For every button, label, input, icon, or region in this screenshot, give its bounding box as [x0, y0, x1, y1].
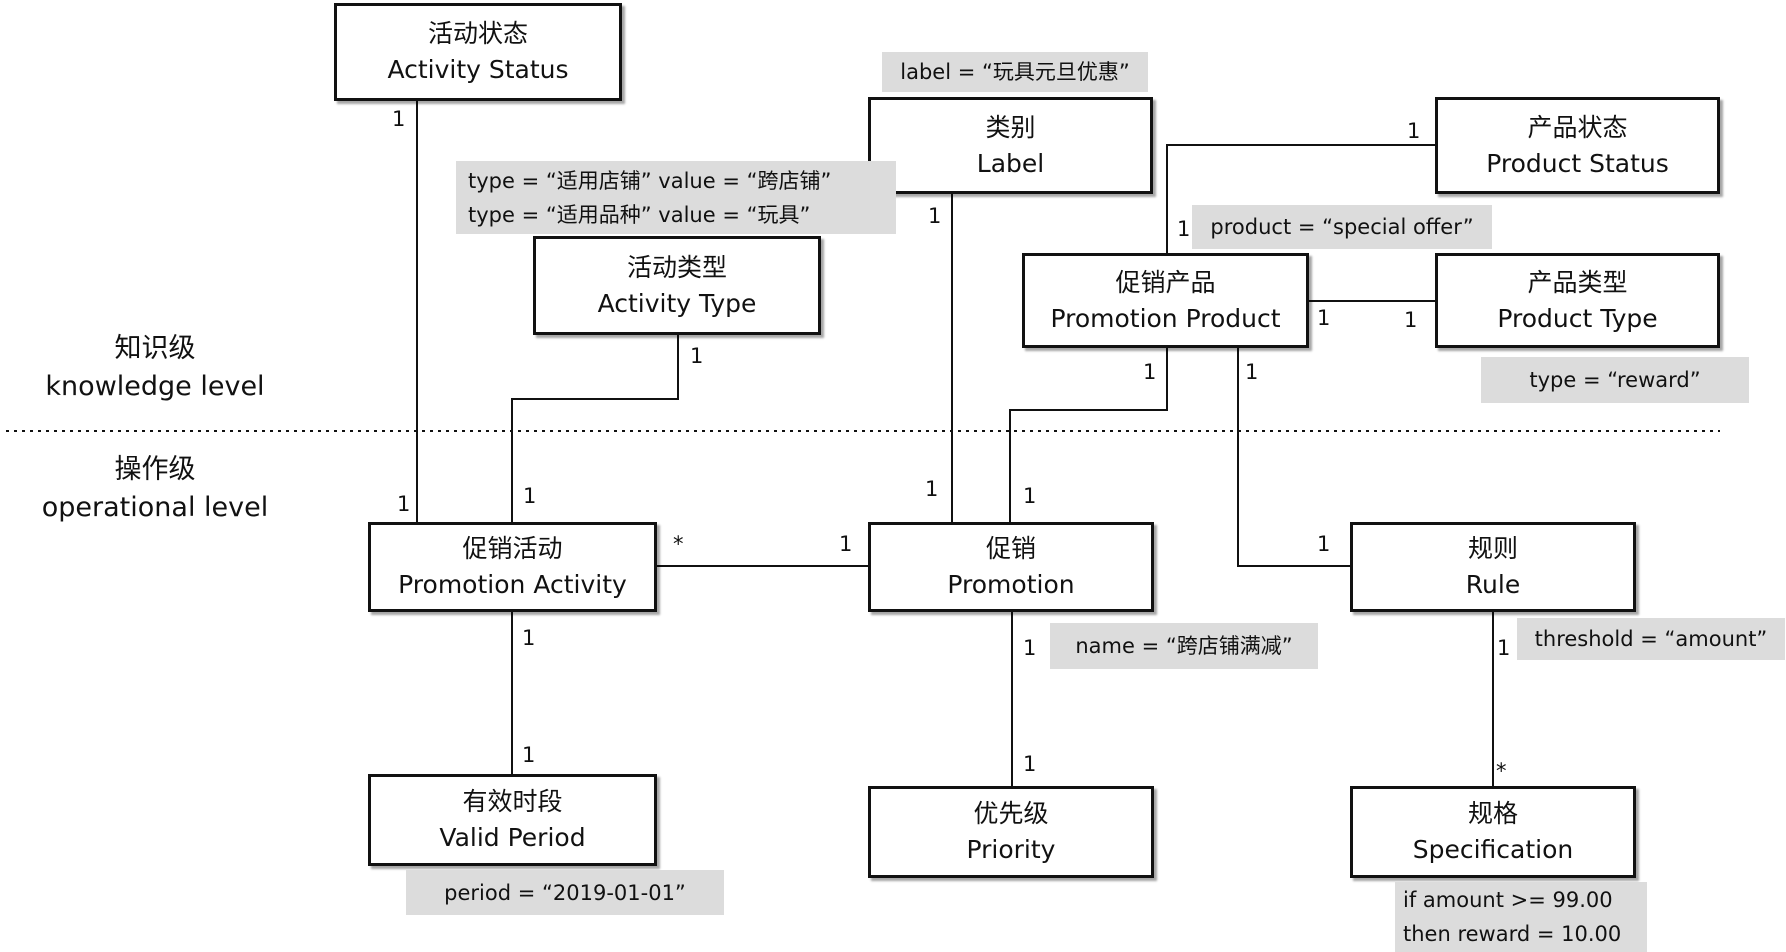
promotion-en: Promotion: [947, 570, 1075, 599]
valid-period-box: 有效时段 Valid Period: [368, 774, 657, 866]
valid-period-zh: 有效时段: [462, 787, 563, 816]
mult-pp-to-promotion-top: 1: [1143, 360, 1157, 384]
activity-status-box: 活动状态 Activity Status: [334, 3, 622, 101]
operational-level-en: operational level: [41, 492, 269, 523]
activity-status-en: Activity Status: [387, 55, 569, 84]
mult-rule-to-spec-star: *: [1496, 759, 1507, 783]
mult-pp-to-pt-left: 1: [1317, 306, 1331, 330]
knowledge-level-label: 知识级 knowledge level: [30, 330, 280, 406]
priority-en: Priority: [966, 835, 1056, 864]
mult-pp-to-pt-right: 1: [1404, 308, 1418, 332]
label-box: 类别 Label: [868, 97, 1153, 194]
activity-type-zh: 活动类型: [626, 252, 727, 282]
mult-rule-to-spec-top: 1: [1497, 636, 1511, 660]
rule-zh: 规则: [1467, 534, 1518, 563]
promotion-activity-box: 促销活动 Promotion Activity: [368, 522, 657, 612]
mult-activity-type-bottom: 1: [523, 484, 537, 508]
connector-promotion-product-promotion: [1009, 348, 1168, 522]
mult-activity-status-top: 1: [392, 107, 406, 131]
activity-type-en: Activity Type: [597, 288, 757, 318]
mult-product-status-start: 1: [1177, 217, 1191, 241]
rule-box: 规则 Rule: [1350, 522, 1636, 612]
promotion-product-zh: 促销产品: [1115, 267, 1216, 297]
product-type-box: 产品类型 Product Type: [1435, 253, 1720, 348]
specification-en: Specification: [1412, 835, 1574, 864]
mult-promotion-to-priority-top: 1: [1023, 636, 1037, 660]
promotion-product-box: 促销产品 Promotion Product: [1022, 253, 1309, 348]
mult-activity-type-top: 1: [690, 344, 704, 368]
activity-type-value-line1: type = “适用店铺” value = “跨店铺”: [468, 168, 832, 193]
activity-type-values-note: type = “适用店铺” value = “跨店铺” type = “适用品种…: [456, 161, 896, 234]
specification-value-line2: then reward = 10.00: [1403, 922, 1622, 946]
connector-product-status-promotion-product: [1166, 144, 1435, 253]
mult-label-bottom: 1: [925, 477, 939, 501]
valid-period-value-text: period = “2019-01-01”: [444, 880, 686, 905]
promotion-box: 促销 Promotion: [868, 522, 1154, 612]
label-zh: 类别: [985, 112, 1036, 142]
knowledge-level-en: knowledge level: [45, 371, 265, 402]
product-type-value-note: type = “reward”: [1481, 357, 1749, 403]
mult-pa-to-vp-bottom: 1: [522, 743, 536, 767]
knowledge-level-zh: 知识级: [114, 333, 196, 364]
rule-en: Rule: [1465, 570, 1521, 599]
mult-pp-to-rule-top: 1: [1245, 360, 1259, 384]
mult-product-status-end: 1: [1407, 119, 1421, 143]
operational-level-zh: 操作级: [114, 454, 196, 485]
rule-threshold-text: threshold = “amount”: [1534, 627, 1768, 651]
activity-type-box: 活动类型 Activity Type: [533, 236, 821, 335]
priority-zh: 优先级: [973, 799, 1049, 828]
specification-value-line1: if amount >= 99.00: [1403, 888, 1613, 912]
promotion-activity-zh: 促销活动: [462, 534, 563, 563]
connector-activity-type-promotion-activity: [511, 335, 679, 522]
rule-threshold-note: threshold = “amount”: [1517, 618, 1785, 660]
promotion-product-en: Promotion Product: [1050, 303, 1281, 333]
mult-pp-to-rule-end: 1: [1317, 532, 1331, 556]
mult-promotion-to-priority-bottom: 1: [1023, 752, 1037, 776]
priority-box: 优先级 Priority: [868, 786, 1154, 878]
product-type-value-text: type = “reward”: [1529, 368, 1701, 392]
mult-pp-to-promotion-bottom: 1: [1023, 484, 1037, 508]
product-value-text: product = “special offer”: [1210, 215, 1474, 239]
mult-pa-to-promotion-one: 1: [839, 532, 853, 556]
mult-activity-status-bottom: 1: [397, 492, 411, 516]
promotion-zh: 促销: [985, 534, 1036, 563]
mult-pa-to-vp-top: 1: [522, 626, 536, 650]
mult-pa-to-promotion-star: *: [673, 532, 684, 556]
product-type-en: Product Type: [1497, 303, 1658, 333]
promotion-name-note: name = “跨店铺满减”: [1050, 623, 1318, 669]
promotion-activity-en: Promotion Activity: [398, 570, 627, 599]
specification-zh: 规格: [1467, 799, 1518, 828]
product-status-en: Product Status: [1486, 148, 1669, 178]
label-en: Label: [976, 148, 1045, 178]
label-value-note: label = “玩具元旦优惠”: [882, 52, 1148, 92]
connector-promotion-product-rule: [1237, 348, 1350, 567]
activity-status-zh: 活动状态: [427, 19, 528, 48]
activity-type-value-line2: type = “适用品种” value = “玩具”: [468, 202, 811, 227]
product-value-note: product = “special offer”: [1192, 205, 1492, 249]
product-status-zh: 产品状态: [1527, 112, 1628, 142]
operational-level-label: 操作级 operational level: [30, 451, 280, 527]
label-value-text: label = “玩具元旦优惠”: [900, 60, 1130, 84]
specification-box: 规格 Specification: [1350, 786, 1636, 878]
promotion-name-text: name = “跨店铺满减”: [1075, 634, 1293, 658]
mult-label-top: 1: [928, 204, 942, 228]
valid-period-en: Valid Period: [439, 823, 586, 852]
valid-period-value-note: period = “2019-01-01”: [406, 870, 724, 915]
specification-value-note: if amount >= 99.00 then reward = 10.00: [1395, 882, 1647, 952]
product-status-box: 产品状态 Product Status: [1435, 97, 1720, 194]
product-type-zh: 产品类型: [1527, 267, 1628, 297]
